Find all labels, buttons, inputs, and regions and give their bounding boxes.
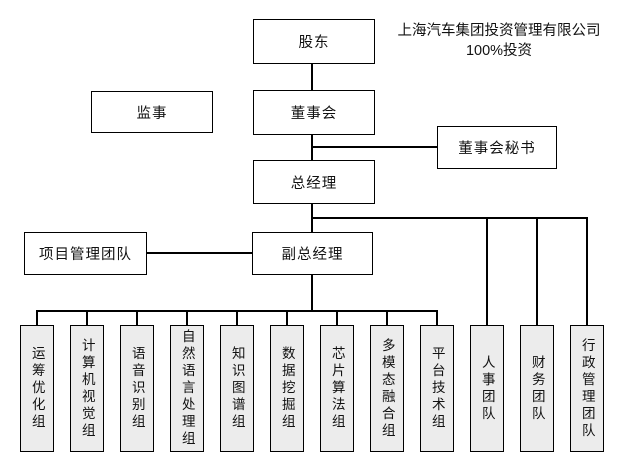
- group-label: 数据挖掘组: [279, 346, 295, 431]
- node-general-manager: 总经理: [253, 160, 375, 204]
- group-label: 运筹优化组: [29, 346, 45, 431]
- connector-gm-teams-branch: [312, 217, 588, 219]
- team-label: 行政管理团队: [579, 337, 595, 440]
- connector-board-secretary: [312, 146, 437, 148]
- connector-drop-admin-team: [586, 217, 588, 325]
- group-label: 自然语言处理组: [179, 329, 195, 448]
- connector-deputy-bus: [311, 275, 313, 312]
- connector-stub-group-3: [136, 311, 138, 325]
- connector-stub-group-6: [286, 311, 288, 325]
- group-label: 计算机视觉组: [79, 337, 95, 440]
- connector-groups-bus: [36, 310, 438, 312]
- investor-annotation: 上海汽车集团投资管理有限公司 100%投资: [388, 21, 610, 61]
- node-deputy-general-manager: 副总经理: [252, 232, 373, 275]
- group-operations-research: 运筹优化组: [20, 325, 54, 452]
- connector-stub-group-8: [386, 311, 388, 325]
- group-label: 多模态融合组: [379, 337, 395, 440]
- group-label: 知识图谱组: [229, 346, 245, 431]
- connector-project-team-deputy: [147, 252, 252, 254]
- node-board-secretary: 董事会秘书: [437, 126, 557, 169]
- group-data-mining: 数据挖掘组: [270, 325, 304, 452]
- group-chip-algorithm: 芯片算法组: [320, 325, 354, 452]
- connector-stub-group-4: [186, 311, 188, 325]
- connector-stub-group-2: [86, 311, 88, 325]
- group-knowledge-graph: 知识图谱组: [220, 325, 254, 452]
- node-shareholder: 股东: [253, 19, 375, 64]
- team-label: 人事团队: [479, 354, 495, 423]
- group-label: 语音识别组: [129, 346, 145, 431]
- node-supervisor: 监事: [91, 91, 213, 133]
- investor-annotation-line2: 100%投资: [465, 43, 533, 59]
- investor-annotation-line1: 上海汽车集团投资管理有限公司: [397, 23, 601, 39]
- team-admin-management: 行政管理团队: [570, 325, 604, 452]
- connector-shareholder-board: [311, 64, 313, 91]
- connector-gm-deputy: [311, 203, 313, 233]
- team-label: 财务团队: [529, 354, 545, 423]
- group-nlp: 自然语言处理组: [170, 325, 204, 452]
- group-multimodal-fusion: 多模态融合组: [370, 325, 404, 452]
- connector-stub-group-1: [36, 311, 38, 325]
- node-project-management-team: 项目管理团队: [24, 232, 147, 275]
- group-computer-vision: 计算机视觉组: [70, 325, 104, 452]
- group-speech-recognition: 语音识别组: [120, 325, 154, 452]
- connector-stub-group-7: [336, 311, 338, 325]
- connector-board-gm: [311, 134, 313, 161]
- group-label: 平台技术组: [429, 346, 445, 431]
- team-finance: 财务团队: [520, 325, 554, 452]
- connector-drop-finance-team: [536, 217, 538, 325]
- group-label: 芯片算法组: [329, 346, 345, 431]
- node-board: 董事会: [253, 90, 375, 135]
- connector-stub-group-5: [236, 311, 238, 325]
- team-hr: 人事团队: [470, 325, 504, 452]
- connector-drop-hr-team: [486, 217, 488, 325]
- group-platform-technology: 平台技术组: [420, 325, 454, 452]
- connector-stub-group-9: [436, 311, 438, 325]
